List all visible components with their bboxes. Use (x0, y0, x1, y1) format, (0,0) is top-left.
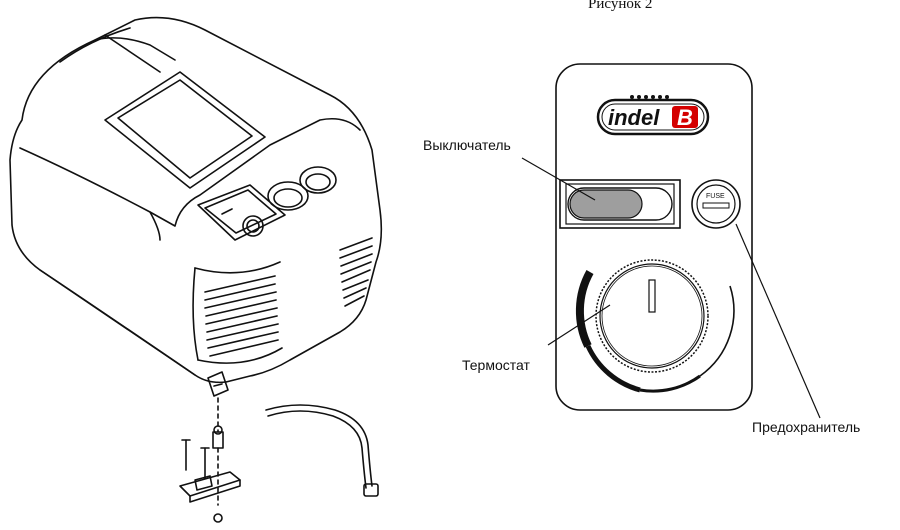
power-switch[interactable] (559, 179, 681, 229)
logo-mark: B (677, 105, 693, 130)
cooler-illustration (9, 16, 383, 523)
stars-icon (630, 95, 669, 99)
switch-rocker[interactable] (569, 189, 643, 219)
label-thermostat: Термостат (462, 357, 530, 373)
callout-lines (521, 157, 821, 419)
logo-mark-badge (672, 106, 698, 128)
figure-caption: Рисунок 2 (588, 0, 652, 12)
dial-pointer (648, 279, 656, 313)
indel-b-logo: indel B (596, 95, 710, 136)
label-fuse: Предохранитель (752, 419, 860, 435)
fuse-text: FUSE (706, 193, 725, 200)
thermostat-dial[interactable] (575, 259, 735, 393)
logo-text: indel (608, 105, 660, 130)
label-switch: Выключатель (423, 137, 511, 153)
control-panel: indel B FUSE (555, 63, 753, 411)
fuse-holder[interactable]: FUSE (691, 179, 741, 229)
